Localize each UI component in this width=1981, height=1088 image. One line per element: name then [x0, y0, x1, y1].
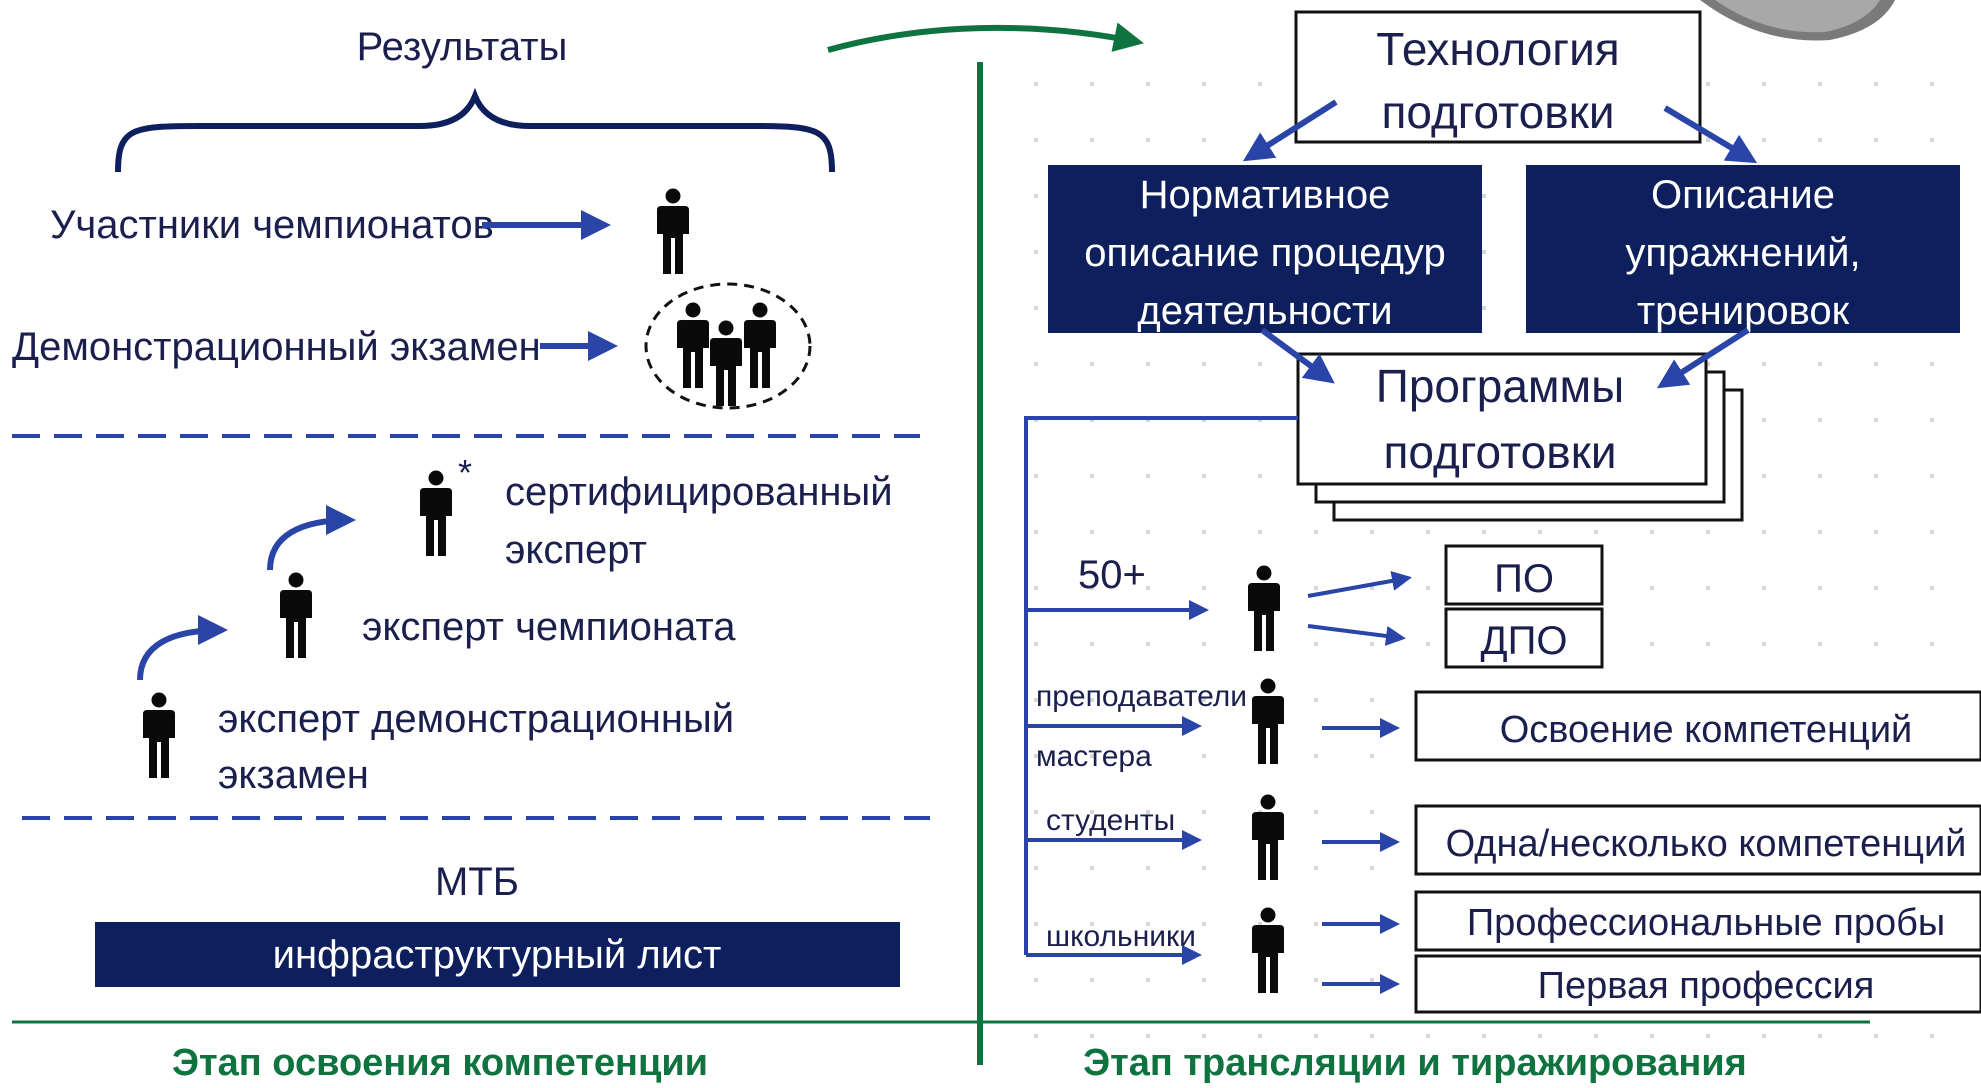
- right-stage-title: Этап трансляции и тиражирования: [1083, 1042, 1747, 1084]
- normative-line1: Нормативное: [1140, 173, 1391, 217]
- mastering-label: Освоение компетенций: [1500, 709, 1913, 751]
- group-masters-label: мастера: [1036, 740, 1152, 773]
- normative-line2: описание процедур: [1084, 231, 1445, 275]
- prof-trials-label: Профессиональные пробы: [1467, 902, 1945, 944]
- arrow-icon: [827, 22, 1144, 53]
- audience-bracket: [1024, 416, 1298, 955]
- participants-label: Участники чемпионатов: [50, 203, 494, 247]
- programs-box: [1296, 352, 1708, 486]
- arrow-icon: [1307, 624, 1406, 646]
- po-label: ПО: [1494, 557, 1554, 601]
- one-several-box: [1414, 804, 1981, 876]
- group-students-label: студенты: [1046, 804, 1175, 837]
- mtb-label: МТБ: [435, 860, 519, 904]
- arrow-icon: [1260, 327, 1335, 384]
- arrow-icon: [1663, 105, 1758, 164]
- po-box: [1444, 544, 1604, 606]
- group-schoolchildren-label: школьники: [1046, 920, 1196, 953]
- championship-expert-label: эксперт чемпионата: [362, 605, 736, 649]
- arrow-icon: [1242, 99, 1338, 162]
- group-teachers-label: преподаватели: [1036, 680, 1247, 713]
- first-profession-label: Первая профессия: [1538, 965, 1875, 1007]
- demo-expert-person-icon: [143, 692, 175, 778]
- demo-expert-line2: экзамен: [218, 753, 369, 797]
- one-several-label: Одна/несколько компетенций: [1446, 823, 1967, 865]
- certified-expert-line1: сертифицированный: [505, 470, 893, 514]
- exercises-line2: упражнений,: [1625, 231, 1860, 275]
- infra-sheet-box: [95, 922, 900, 987]
- certified-expert-line2: эксперт: [505, 528, 647, 572]
- programs-line2: подготовки: [1383, 426, 1616, 478]
- technology-box: [1294, 10, 1702, 144]
- programs-line1: Программы: [1376, 360, 1625, 412]
- demo-expert-line1: эксперт демонстрационный: [218, 697, 734, 741]
- group-50plus-label: 50+: [1078, 553, 1146, 597]
- first-profession-box: [1414, 954, 1981, 1014]
- demo-exam-label: Демонстрационный экзамен: [12, 325, 541, 369]
- participant-person-icon: [657, 188, 689, 274]
- exercises-box: [1526, 165, 1960, 333]
- dpo-label: ДПО: [1481, 619, 1568, 663]
- championship-expert-person-icon: [280, 572, 312, 658]
- curved-arrow-icon: [137, 615, 228, 681]
- exercises-line3: тренировок: [1637, 289, 1850, 333]
- infra-sheet-label: инфраструктурный лист: [273, 933, 722, 977]
- mastering-box: [1414, 690, 1981, 762]
- group-icon: [677, 302, 776, 406]
- normative-line3: деятельности: [1137, 289, 1392, 333]
- brace-icon: [115, 87, 835, 173]
- decorative-sphere-highlight: [1715, 0, 1880, 33]
- dpo-box: [1444, 607, 1604, 669]
- arrow-icon: [1656, 327, 1750, 389]
- technology-line2: подготовки: [1381, 86, 1614, 138]
- results-label: Результаты: [357, 25, 568, 69]
- group-circle: [644, 282, 812, 410]
- curved-arrow-icon: [267, 505, 356, 571]
- arrow-icon: [1307, 570, 1412, 598]
- normative-box: [1048, 165, 1482, 333]
- certified-mark: *: [458, 452, 472, 493]
- left-stage-title: Этап освоения компетенции: [172, 1042, 708, 1084]
- certified-expert-person-icon: [420, 470, 452, 556]
- technology-line1: Технология: [1376, 23, 1619, 75]
- prof-trials-box: [1414, 890, 1981, 952]
- exercises-line1: Описание: [1651, 173, 1835, 217]
